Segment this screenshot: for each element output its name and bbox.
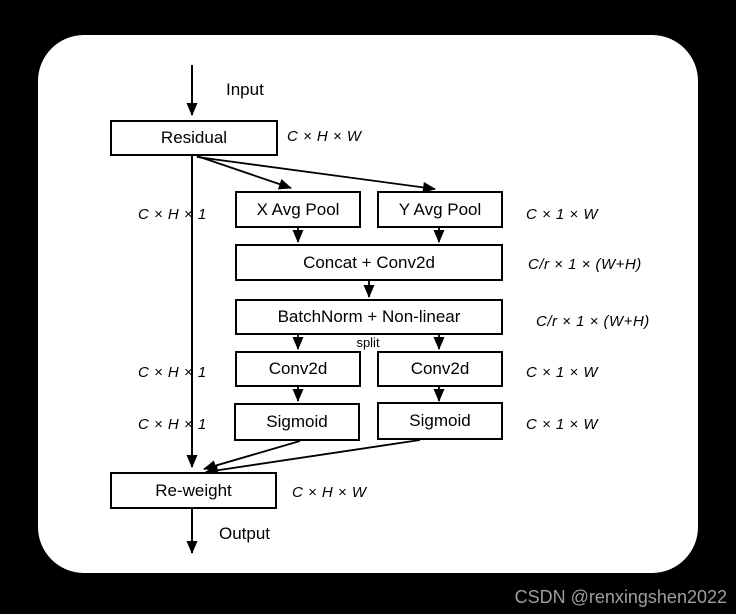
conv2d-left-box: Conv2d: [235, 351, 361, 387]
watermark: CSDN @renxingshen2022: [514, 587, 727, 607]
sigmoid-left-box: Sigmoid: [234, 403, 360, 441]
split-label: split: [356, 335, 380, 350]
conv-right-dim-label: C × 1 × W: [526, 364, 599, 381]
sigmoidright-to-reweight-arrow: [205, 439, 421, 476]
residual-to-ypool-arrow: [196, 156, 436, 193]
y-avg-pool-box: Y Avg Pool: [377, 191, 503, 228]
reweight-dim-label: C × H × W: [292, 484, 367, 501]
concat-conv2d-box: Concat + Conv2d: [235, 244, 503, 281]
conv2d-right-box: Conv2d: [377, 351, 503, 387]
sigmoid-right-box: Sigmoid: [377, 402, 503, 440]
x-avg-pool-box: X Avg Pool: [235, 191, 361, 228]
sigmoid-right-dim-label: C × 1 × W: [526, 416, 599, 433]
input-label: Input: [226, 80, 264, 99]
batchnorm-nonlinear-box: BatchNorm + Non-linear: [235, 299, 503, 335]
concat-dim-label: C/r × 1 × (W+H): [528, 256, 642, 273]
pool-left-dim-label: C × H × 1: [138, 206, 207, 223]
residual-box: Residual: [110, 120, 278, 156]
sigmoid-left-dim-label: C × H × 1: [138, 416, 207, 433]
sigmoidleft-to-reweight-arrow: [203, 440, 301, 471]
batchnorm-dim-label: C/r × 1 × (W+H): [536, 313, 650, 330]
reweight-box: Re-weight: [110, 472, 277, 509]
residual-dim-label: C × H × W: [287, 128, 362, 145]
conv-left-dim-label: C × H × 1: [138, 364, 207, 381]
residual-to-xpool-arrow: [196, 155, 292, 190]
pool-right-dim-label: C × 1 × W: [526, 206, 599, 223]
output-label: Output: [219, 524, 271, 543]
